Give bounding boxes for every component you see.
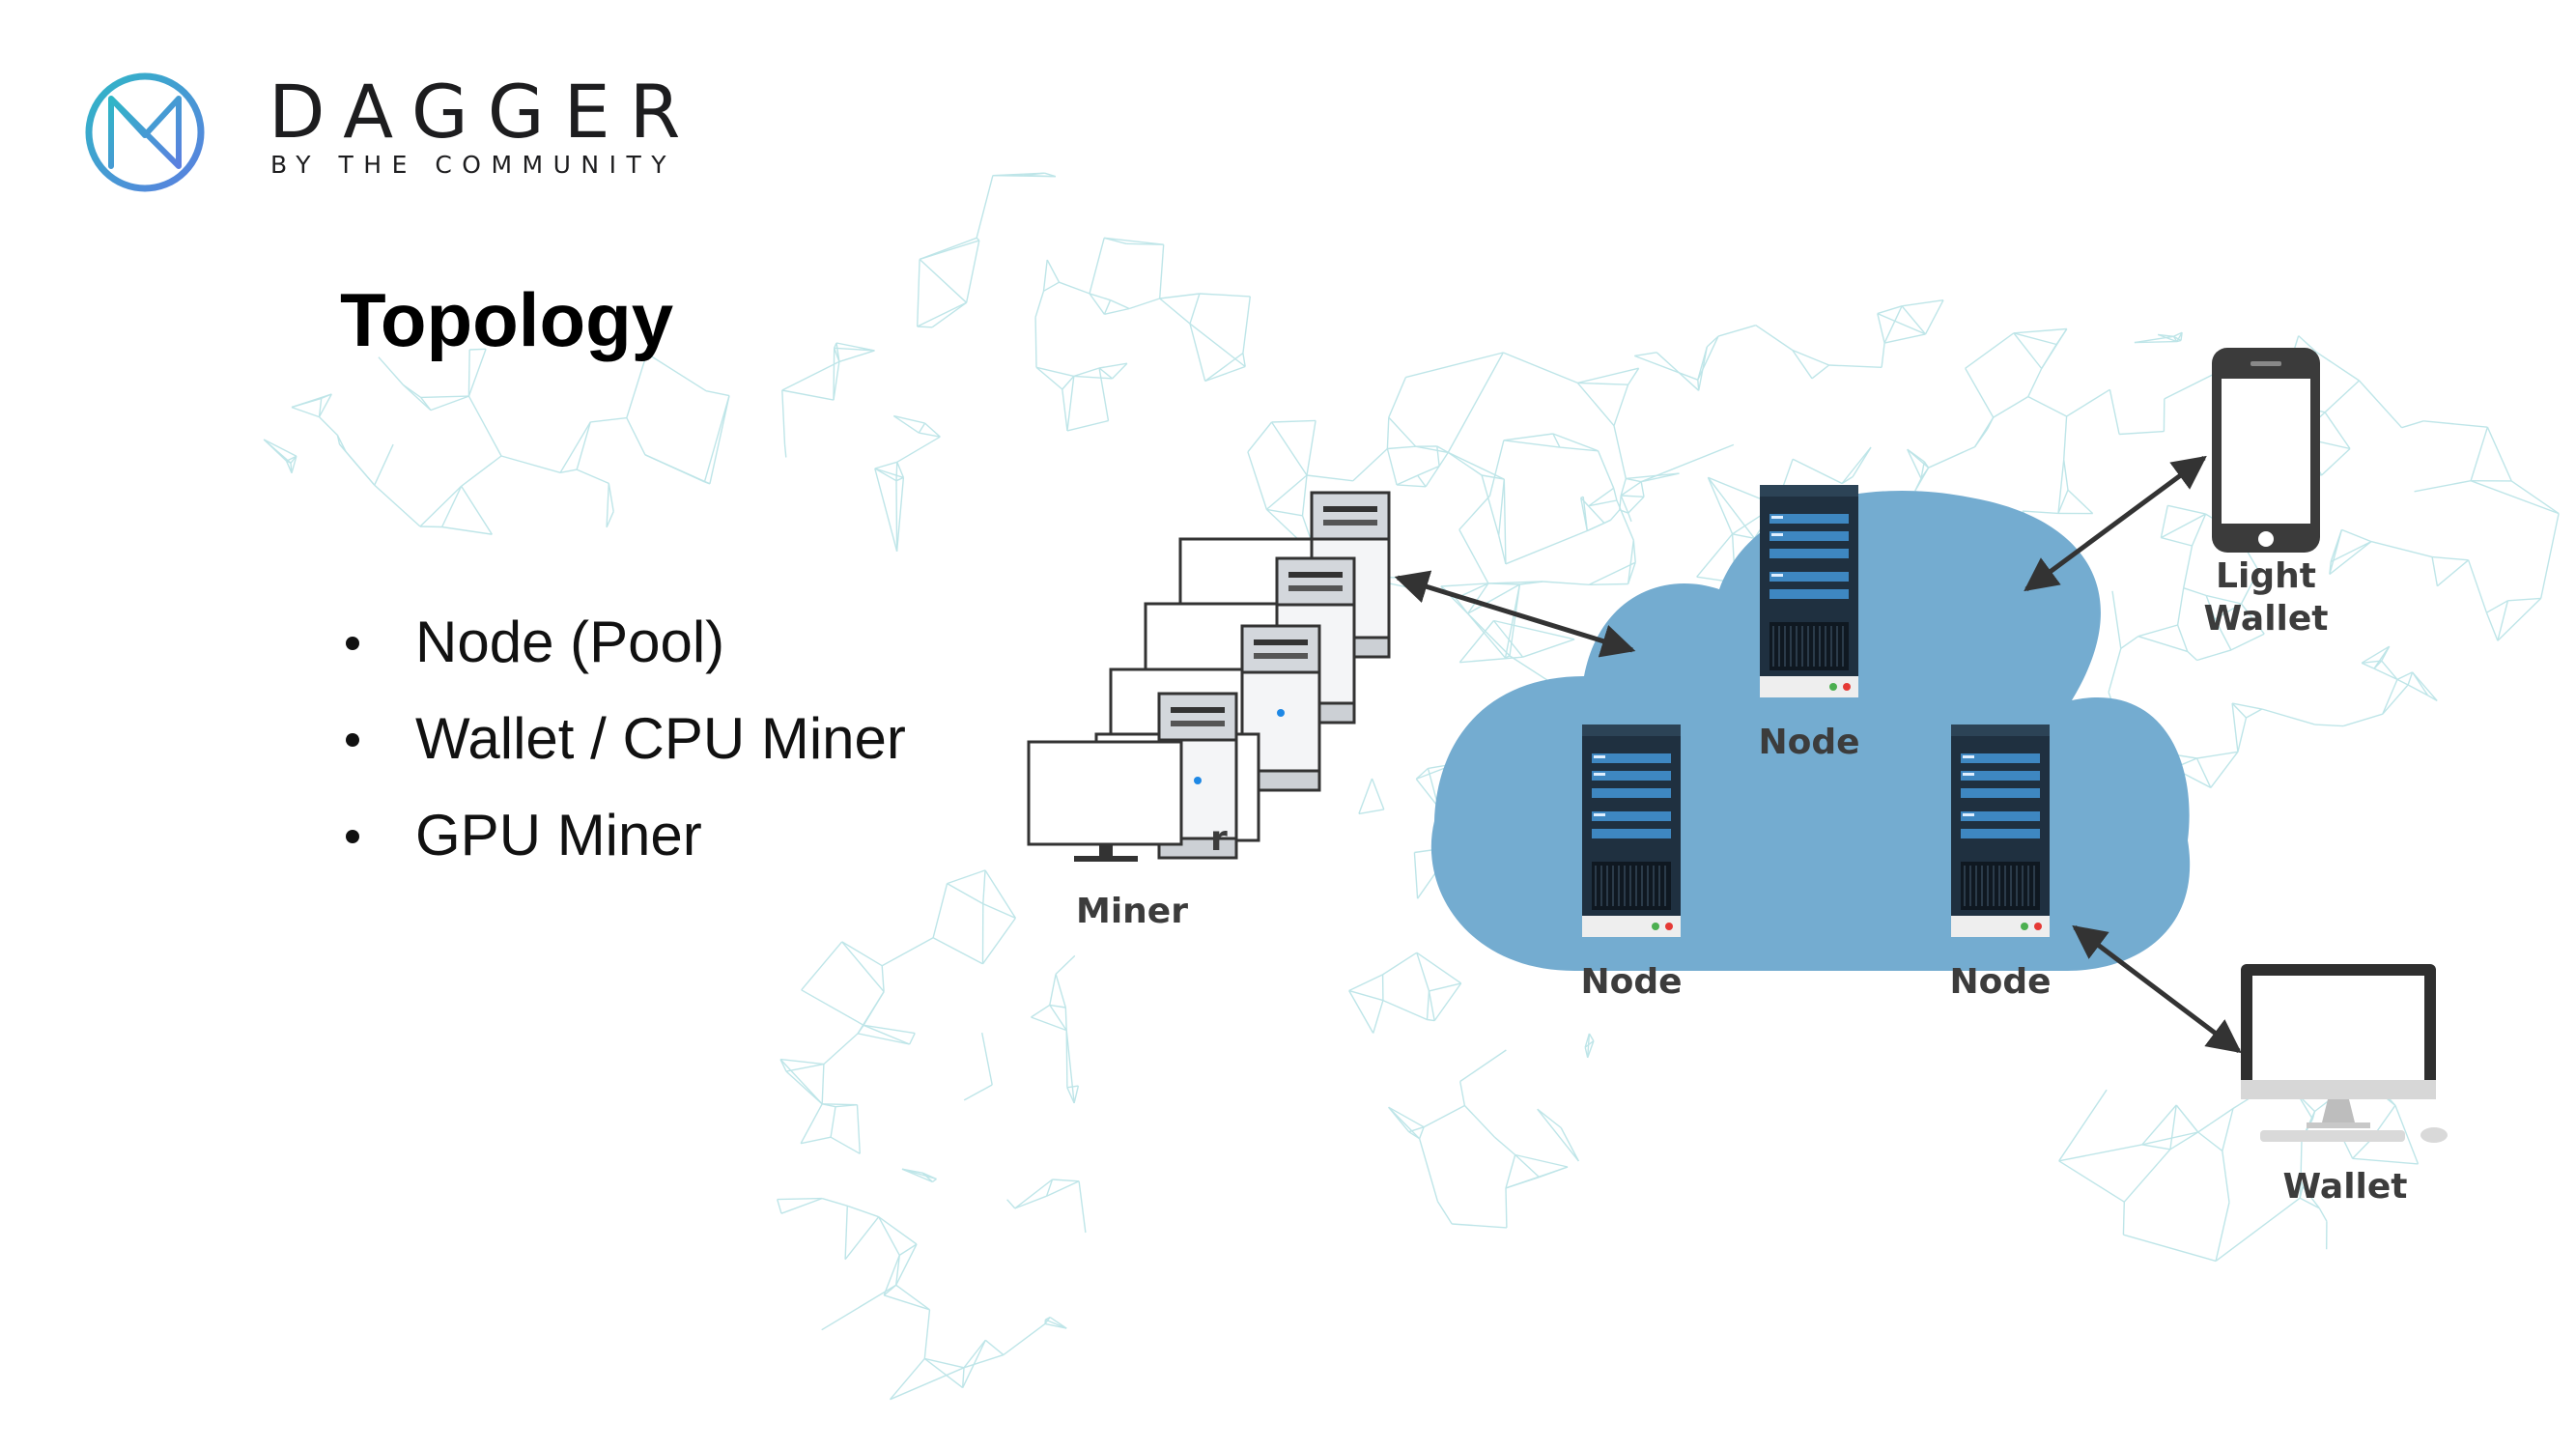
bullet-list: Node (Pool) Wallet / CPU Miner GPU Miner [340,594,906,884]
bullet-item: GPU Miner [340,787,906,884]
brand-name: DAGGER [269,69,700,155]
miner-label: Miner [1076,892,1188,931]
arrow-miner-node [1394,570,1636,658]
node-label-top: Node [1758,723,1859,762]
node-label-right: Node [1949,962,2051,1002]
bullet-dot-icon [346,637,359,650]
light-wallet-label-line1: Light [2216,556,2316,596]
node-server-right [1950,724,2051,938]
bullet-text: Node (Pool) [415,610,725,674]
miner-hidden-label: r [1210,819,1228,859]
bullet-item: Node (Pool) [340,594,906,691]
node-server-left [1581,724,1682,938]
dagger-logo-icon [85,72,205,192]
wallet-label: Wallet [2282,1167,2407,1207]
bullet-dot-icon [346,830,359,843]
bullet-text: Wallet / CPU Miner [415,706,906,771]
bullet-dot-icon [346,733,359,747]
bullet-item: Wallet / CPU Miner [340,691,906,787]
arrow-node-wallet [2072,924,2242,1054]
light-wallet-label-line2: Wallet [2203,599,2328,639]
slide-title: Topology [340,277,674,362]
node-label-left: Node [1580,962,1682,1002]
node-server-top [1759,484,1859,698]
phone-icon [2212,348,2320,553]
arrow-node-light-wallet [2024,455,2207,592]
brand-tagline: BY THE COMMUNITY [270,151,677,179]
bullet-text: GPU Miner [415,803,702,867]
desktop-monitor-icon [2241,964,2448,1143]
miner-stack-icon [1027,491,1391,862]
